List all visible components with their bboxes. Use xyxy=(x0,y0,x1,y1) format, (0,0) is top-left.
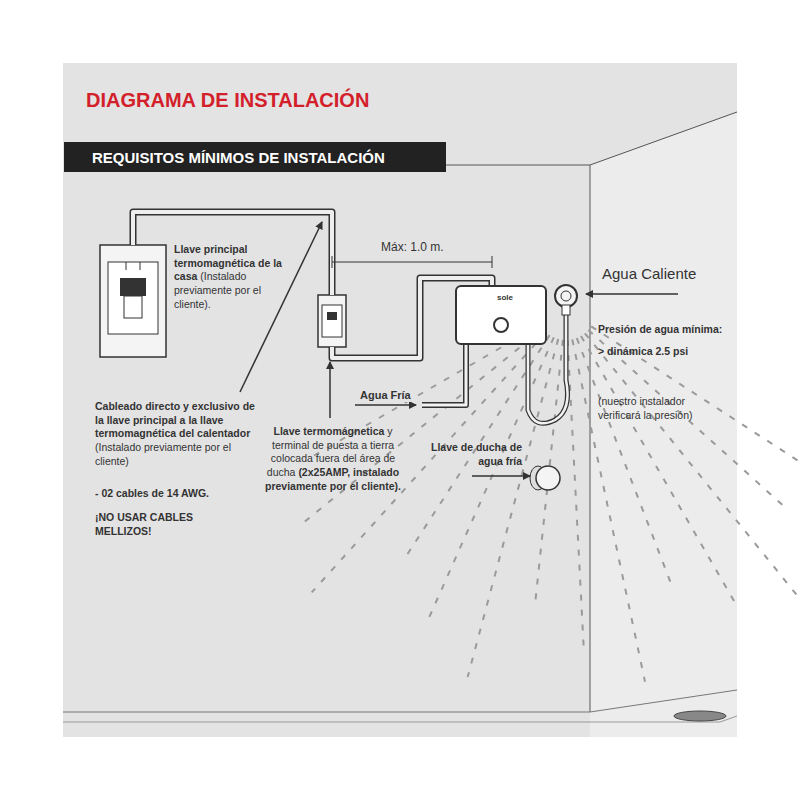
label-group: Presión de agua mínima: > dinámica 2.5 ps… xyxy=(598,323,728,358)
callout-label: Llave de ducha de agua fría xyxy=(431,441,522,467)
callout-label: (Instalado previamente por el cliente) xyxy=(95,441,231,467)
callout-label: (nuestro instalador verificará la presió… xyxy=(598,395,693,421)
label-group: Agua Fría xyxy=(357,388,414,402)
heater-breaker xyxy=(318,295,346,347)
callout-label: Agua Caliente xyxy=(602,265,696,282)
background xyxy=(63,63,737,737)
label-group: Cableado directo y exclusivo de la llave… xyxy=(95,400,263,468)
cold-water-tap xyxy=(530,466,560,490)
callout-label: ¡NO USAR CABLES MELLIZOS! xyxy=(95,511,193,537)
shower-tray xyxy=(63,716,737,722)
node-text: REQUISITOS MÍNIMOS DE INSTALACIÓN xyxy=(92,148,385,168)
main-breaker xyxy=(100,245,166,357)
callout-label: - 02 cables de 14 AWG. xyxy=(95,487,209,499)
spray-stroke xyxy=(535,340,563,609)
wall-top-line xyxy=(445,112,737,165)
heading-band: REQUISITOS MÍNIMOS DE INSTALACIÓN xyxy=(64,142,446,172)
floor-drain xyxy=(674,711,726,721)
heater-knob xyxy=(493,317,509,333)
callout-label: > dinámica 2.5 psi xyxy=(598,345,728,359)
wiring xyxy=(133,212,492,358)
label-group: Llave principal termomagnética de la cas… xyxy=(174,243,299,311)
callout-label: Llave termomágnetica xyxy=(273,425,384,437)
callout-label: Cableado directo y exclusivo de la llave… xyxy=(95,400,255,439)
spray-stroke xyxy=(428,337,554,620)
shower-head xyxy=(555,285,577,315)
title: DIAGRAMA DE INSTALACIÓN xyxy=(86,88,369,112)
water-spray xyxy=(302,325,800,682)
callout-label: Presión de agua mínima: xyxy=(598,323,728,337)
spray-stroke xyxy=(591,326,800,495)
spray-stroke xyxy=(577,338,674,590)
node-text: sole xyxy=(497,293,513,303)
callout-label: Máx: 1.0 m. xyxy=(381,240,444,254)
wall-corner xyxy=(590,165,591,712)
label-group: Llave de ducha de agua fría xyxy=(422,441,522,468)
spray-stroke xyxy=(585,333,800,605)
label-group: Llave termomágnetica y terminal de puest… xyxy=(263,425,403,493)
label-group: (nuestro instalador verificará la presió… xyxy=(598,395,728,422)
callout-label: Agua Fría xyxy=(360,389,411,401)
spray-stroke xyxy=(588,330,789,511)
label-group: Agua Caliente xyxy=(602,264,732,284)
floor-line xyxy=(63,690,737,712)
label-group: ¡NO USAR CABLES MELLIZOS! xyxy=(95,511,215,538)
water-heater: sole xyxy=(455,285,547,345)
spray-stroke xyxy=(581,336,736,604)
dimension-line xyxy=(332,256,492,268)
label-group: - 02 cables de 14 AWG. xyxy=(95,487,263,501)
spray-stroke xyxy=(572,339,645,681)
right-wall xyxy=(590,112,737,737)
label-group: Máx: 1.0 m. xyxy=(378,240,447,256)
